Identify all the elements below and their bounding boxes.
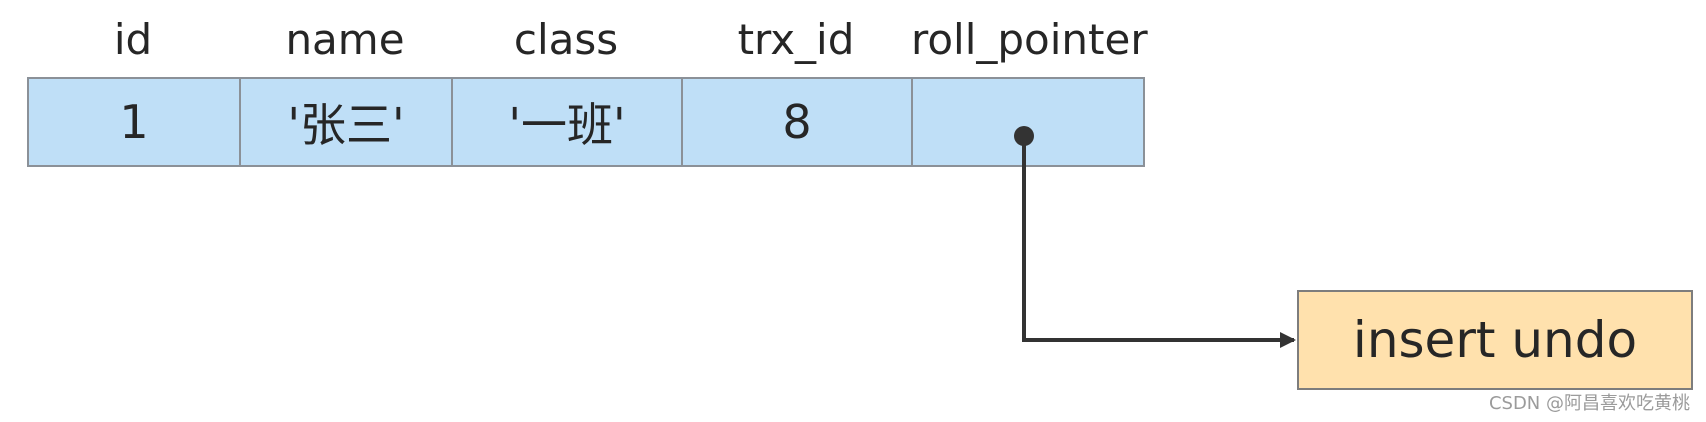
column-header-trx-id: trx_id bbox=[737, 15, 855, 64]
insert-undo-label: insert undo bbox=[1352, 311, 1638, 369]
column-header-id: id bbox=[113, 15, 153, 64]
column-header-class: class bbox=[513, 15, 619, 64]
insert-undo-log-box: insert undo bbox=[1297, 290, 1693, 390]
column-header-name: name bbox=[285, 15, 405, 64]
column-header-roll-pointer: roll_pointer bbox=[911, 15, 1148, 64]
cell-roll-pointer bbox=[913, 79, 1143, 165]
watermark: CSDN @阿昌喜欢吃黄桃 bbox=[1488, 393, 1690, 414]
record-row: 1 '张三' '一班' 8 bbox=[27, 77, 1145, 167]
cell-trx-id: 8 bbox=[683, 79, 913, 165]
cell-class: '一班' bbox=[453, 79, 683, 165]
cell-id: 1 bbox=[29, 79, 241, 165]
cell-name: '张三' bbox=[241, 79, 453, 165]
